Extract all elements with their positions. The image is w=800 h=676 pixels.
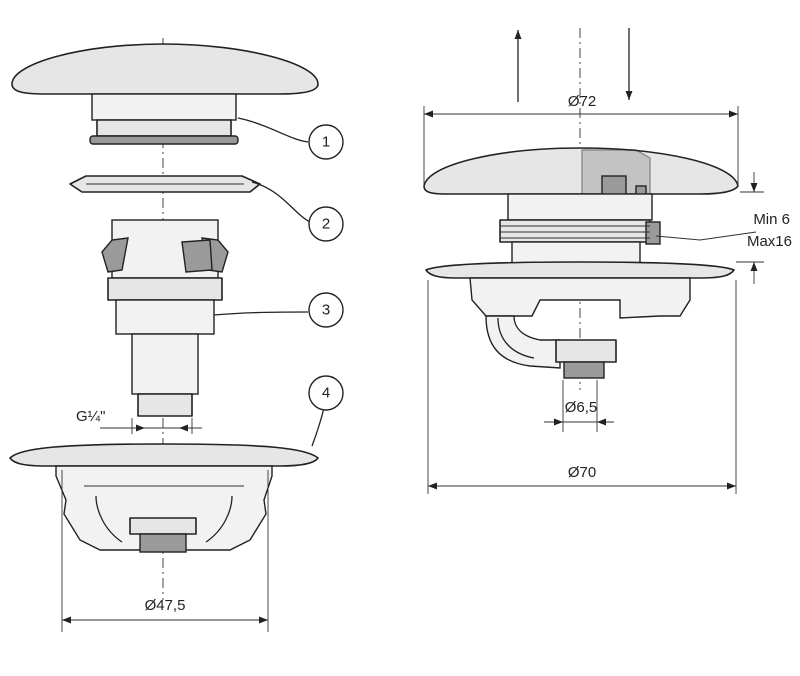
- base-diameter-left-label: Ø47,5: [145, 597, 186, 614]
- callout-1-circle: [308, 124, 344, 160]
- callout-2-label: 2: [322, 216, 330, 233]
- callout-3-label: 3: [322, 302, 330, 319]
- part-3-clip-body: [101, 219, 229, 417]
- callout-2-circle: [308, 206, 344, 242]
- assembled-body: [499, 193, 661, 265]
- dimension-cap: [423, 106, 739, 184]
- assembled-cap: [423, 147, 739, 209]
- dimension-thread: [100, 418, 202, 434]
- callout-3-circle: [308, 292, 344, 328]
- leader-1: [237, 117, 309, 143]
- flange-diameter-label: Ø70: [568, 464, 596, 481]
- part-4-flange: [9, 443, 319, 553]
- callout-1-label: 1: [322, 134, 330, 151]
- part-2-washer: [69, 175, 261, 193]
- thread-size-label: G¼": [76, 408, 106, 425]
- tail-diameter-label: Ø6,5: [565, 399, 598, 416]
- callout-4-label: 4: [322, 385, 330, 402]
- dimension-tail: [544, 380, 614, 432]
- max-thickness-label: Max16: [747, 233, 792, 250]
- exploded-view: G¼" Ø47,5 1 2 3 4: [9, 38, 344, 632]
- dimension-flange: [427, 280, 737, 494]
- assembled-flange: [425, 261, 735, 379]
- cap-diameter-label: Ø72: [568, 93, 596, 110]
- assembled-view: Ø72 Min 6 Max16 Ø6,5 Ø70: [423, 28, 792, 494]
- callout-4-circle: [308, 375, 344, 411]
- leader-3: [213, 311, 309, 316]
- dimension-thickness: [655, 172, 764, 284]
- dimension-base-left: [61, 470, 269, 632]
- min-thickness-label: Min 6: [753, 211, 790, 228]
- leader-4: [311, 407, 325, 447]
- leader-2: [251, 181, 311, 223]
- part-1-cap: [11, 43, 319, 145]
